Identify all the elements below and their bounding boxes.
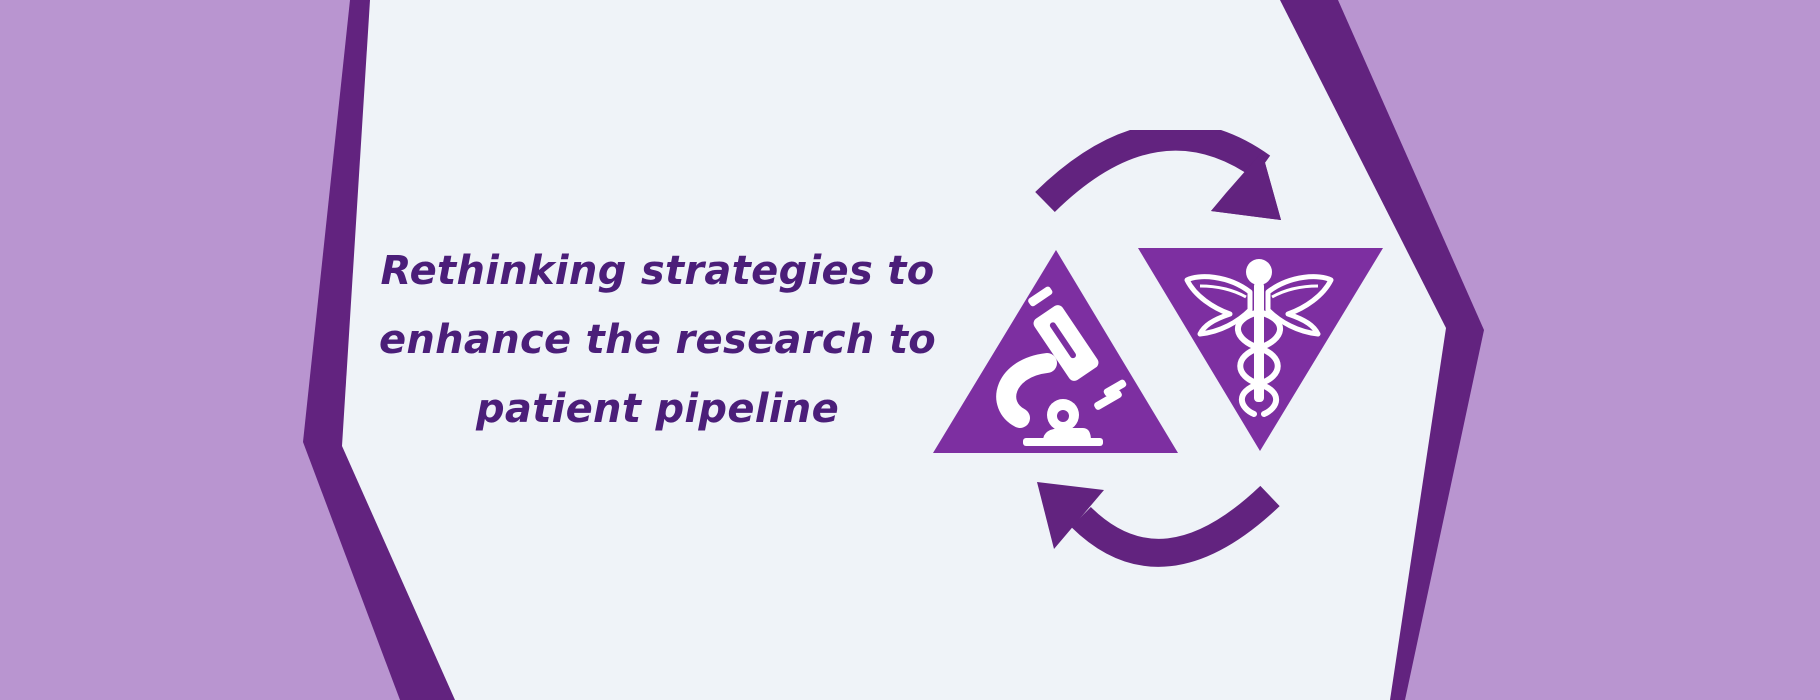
research-triangle: [933, 250, 1178, 453]
headline-line-2: enhance the research to: [378, 317, 937, 363]
caduceus-icon: [1184, 259, 1334, 417]
headline-line-1: Rethinking strategies to: [380, 248, 935, 294]
panel-face: [342, 0, 1446, 700]
headline-line-3: patient pipeline: [475, 386, 840, 432]
microscope-icon: [996, 286, 1127, 446]
headline: Rethinking strategies to enhance the res…: [360, 237, 955, 444]
research-to-patient-cycle-graphic: [933, 130, 1383, 567]
cycle-arrow-icon-top: [1035, 130, 1281, 220]
patient-triangle: [1138, 248, 1383, 451]
cycle-arrow-icon-bottom: [1037, 482, 1280, 567]
